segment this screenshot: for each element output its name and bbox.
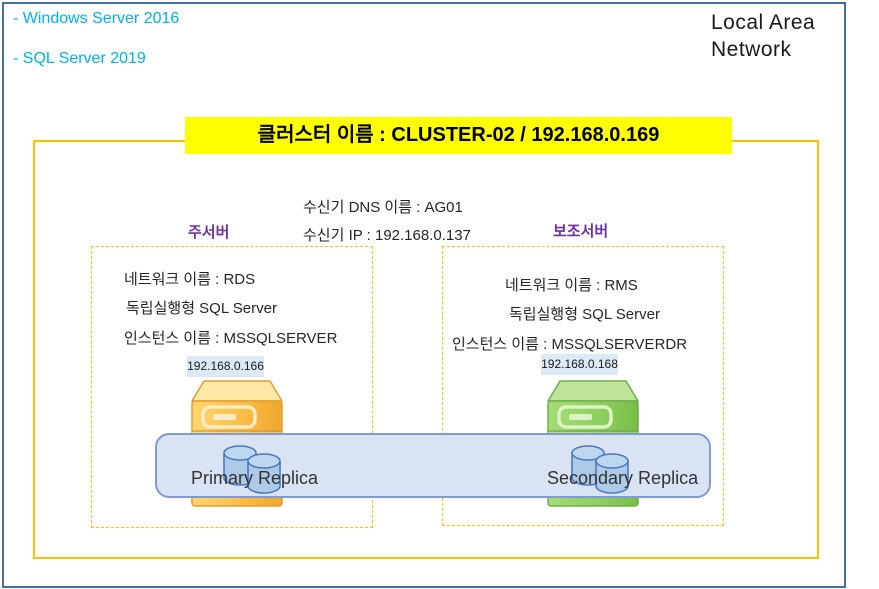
listener-ip-text: 수신기 IP : 192.168.0.137 [303, 227, 471, 244]
lan-title-line1: Local Area [711, 11, 816, 34]
lan-title: Local Area Network [711, 9, 815, 63]
secondary-replica-label: Secondary Replica [547, 468, 699, 488]
primary-server-box [91, 246, 373, 528]
secondary-role-label: 보조서버 [553, 223, 609, 240]
secondary-database-icon [571, 445, 629, 494]
secondary-sql-type: 독립실행형 SQL Server [509, 306, 660, 323]
primary-database-icon [223, 445, 281, 494]
primary-replica-label: Primary Replica [191, 468, 319, 488]
primary-role-label: 주서버 [188, 224, 230, 241]
primary-ip-badge: 192.168.0.166 [187, 356, 264, 377]
environment-note: - Windows Server 2016 - SQL Server 2019 [13, 9, 179, 69]
secondary-instance-name: 인스턴스 이름 : MSSQLSERVERDR [452, 336, 688, 353]
secondary-ip-badge: 192.168.0.168 [541, 354, 618, 375]
primary-instance-name: 인스턴스 이름 : MSSQLSERVER [124, 330, 338, 347]
lan-title-line2: Network [711, 38, 792, 61]
secondary-server-box [442, 246, 724, 526]
secondary-network-name: 네트워크 이름 : RMS [505, 277, 638, 294]
cluster-name-banner: 클러스터 이름 : CLUSTER-02 / 192.168.0.169 [185, 117, 732, 154]
listener-dns-text: 수신기 DNS 이름 : AG01 [303, 199, 463, 216]
primary-network-name: 네트워크 이름 : RDS [124, 271, 256, 288]
environment-line-os: - Windows Server 2016 [13, 10, 180, 27]
primary-sql-type: 독립실행형 SQL Server [126, 300, 277, 317]
environment-line-sql: - SQL Server 2019 [13, 50, 146, 67]
